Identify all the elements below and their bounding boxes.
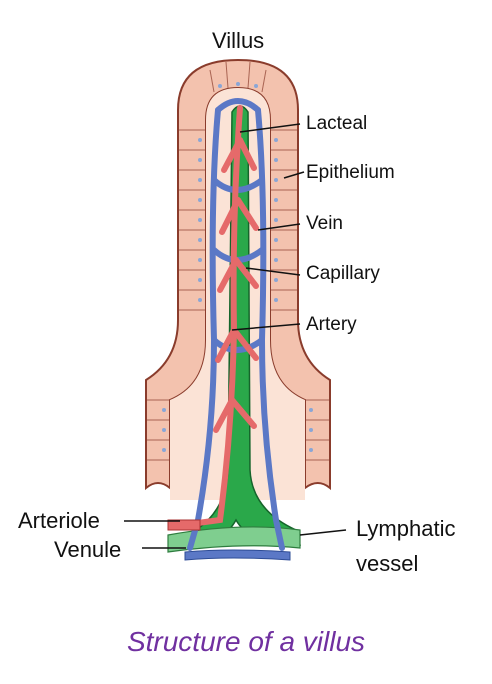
epithelium-nuclei: [162, 82, 313, 452]
label-lymphatic-line1: Lymphatic: [356, 516, 456, 541]
label-epithelium: Epithelium: [306, 162, 395, 183]
label-vein: Vein: [306, 213, 343, 234]
arteriole-vessel: [167, 519, 201, 531]
venule-vessel: [184, 549, 291, 561]
label-arteriole: Arteriole: [18, 508, 100, 533]
label-lymphatic-line2: vessel: [356, 551, 419, 576]
epithelium-cells: [146, 61, 330, 461]
lymphatic-vessel: [167, 526, 301, 553]
figure-caption: Structure of a villus: [126, 626, 366, 657]
leader-lines: [124, 123, 347, 549]
title-villus: Villus: [212, 28, 265, 53]
label-lacteal: Lacteal: [306, 113, 368, 134]
label-venule: Venule: [54, 537, 122, 562]
label-artery: Artery: [306, 314, 357, 335]
label-capillary: Capillary: [306, 263, 380, 284]
